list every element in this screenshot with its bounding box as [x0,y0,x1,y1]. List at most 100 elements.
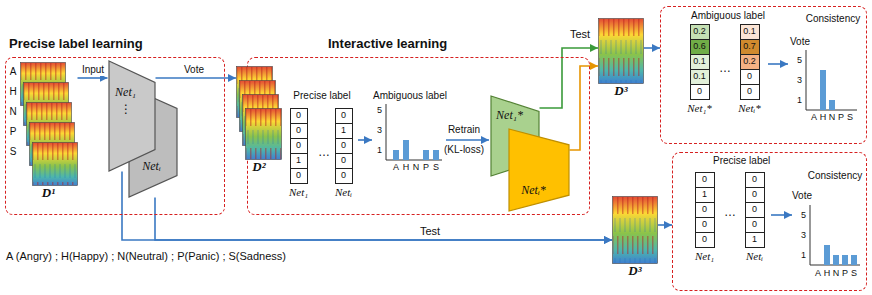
vector-value: 0 [747,72,752,81]
vector-owner: Netᵢ [335,186,352,199]
axis-letter: P [423,162,429,172]
spectrogram-streaks [33,143,77,185]
network-block: Netᵢ* [508,128,570,212]
axis-letter: N [833,268,840,278]
network-name: Netᵢ [142,160,161,174]
emotion-letter: N [9,106,16,118]
section-label: Precise label [293,90,350,102]
axis-letter: S [851,268,857,278]
region-heading: Ambiguous label [691,10,765,22]
emotion-letter: H [9,86,16,98]
vote-chart [810,205,860,265]
spectrogram-image [236,66,282,160]
vote-bar [423,150,429,160]
vector-cell: 0 [695,232,715,248]
spectrogram-fill [599,19,644,84]
vote-bar [829,100,835,110]
axis-letter: N [413,162,420,172]
network-name: Net₁* [496,109,523,123]
spectrogram-streaks [613,197,657,263]
vote-bar [393,150,399,160]
vector-cell: 0 [745,202,765,218]
vote-chart [806,50,857,110]
vector-value: 0 [702,175,707,184]
vector-value: 0 [702,205,707,214]
chart-title: Consistency [806,13,860,25]
spectrogram-frame [246,109,282,160]
axis-letter: A [811,112,817,122]
vector-owner: Net₁ [695,250,714,263]
vector-cell: 0.6 [690,39,710,55]
vector-value: 0 [296,141,301,150]
vector-cell: 0 [695,217,715,233]
vote-bar [820,70,826,110]
emotion-letter: P [10,126,17,138]
vote-bar [842,255,848,265]
vector-value: 0 [296,111,301,120]
chart-title: Consistency [808,170,862,182]
axis-letter: H [403,162,410,172]
vector-owner: Netᵢ [746,250,763,263]
vector-cell: 0 [745,217,765,233]
flow-connector [570,66,599,150]
vector-owner: Net₁ [289,186,308,199]
vector-value: 0 [296,126,301,135]
vector-cell: 0.2 [690,24,710,40]
vector-value: 0 [341,156,346,165]
flow-connector [78,77,108,79]
spectrogram-image [612,196,658,264]
vector-cell: 0 [745,172,765,188]
spectrogram-stack: D¹ [20,62,78,202]
axis-title: Vote [790,36,810,48]
stage-region: Interactive learning00010Net₁01000NetᵢNe… [247,57,590,215]
region-heading: Interactive learning [328,37,447,52]
arrow-note: Retrain [448,124,480,136]
vote-bar [833,255,839,265]
axis-letter: H [820,112,827,122]
legend-note: A (Angry) ; H(Happy) ; N(Neutral) ; P(Pa… [6,250,286,263]
chart-axis [810,205,811,265]
vector-value: 0 [752,175,757,184]
vector-value: 0 [752,190,757,199]
vector-cell: 0 [335,108,353,124]
axis-letter: S [847,112,853,122]
spectrogram: D³ [612,196,658,280]
vector-value: 1 [702,190,707,199]
vector-cell: 0 [695,172,715,188]
vector-cell: 0 [740,84,760,100]
vector-cell: 0 [690,84,710,100]
vector-cell: 0.1 [690,69,710,85]
chart-axis [386,104,387,160]
spectrogram-fill [32,142,77,185]
axis-tick: 3 [801,230,806,240]
axis-letter: A [815,268,821,278]
vector-value: 0 [752,220,757,229]
axis-tick: 3 [377,125,382,135]
retrain-arrow [446,139,489,141]
network-name: Netᵢ* [521,184,546,198]
vector-cell: 0 [335,153,353,169]
vector-value: 0 [296,171,301,180]
vector-cell: 0 [290,108,308,124]
vector-value: 0 [752,205,757,214]
chart-axis [806,50,807,110]
emotion-letter: A [10,66,17,78]
edge-label: Test [418,225,442,238]
vote-bar [403,140,409,160]
dataset-label: D² [252,160,265,175]
vector-value: 0 [341,141,346,150]
axis-letter: A [393,162,399,172]
axis-letter: H [824,268,831,278]
ellipsis: … [719,62,731,76]
axis-tick: 1 [801,250,806,260]
axis-letter: N [829,112,836,122]
result-region: Ambiguous label0.20.60.10.10Net₁*0.10.70… [660,6,867,144]
spectrogram-frame [32,142,77,185]
spectrogram-image [20,62,78,186]
axis-letter: P [842,268,848,278]
spectrogram-frame [613,197,658,264]
region-heading: Precise label learning [9,37,143,52]
vector-owner: Net₁* [687,102,712,115]
ellipsis: … [318,146,330,160]
vector-value: 0 [341,171,346,180]
